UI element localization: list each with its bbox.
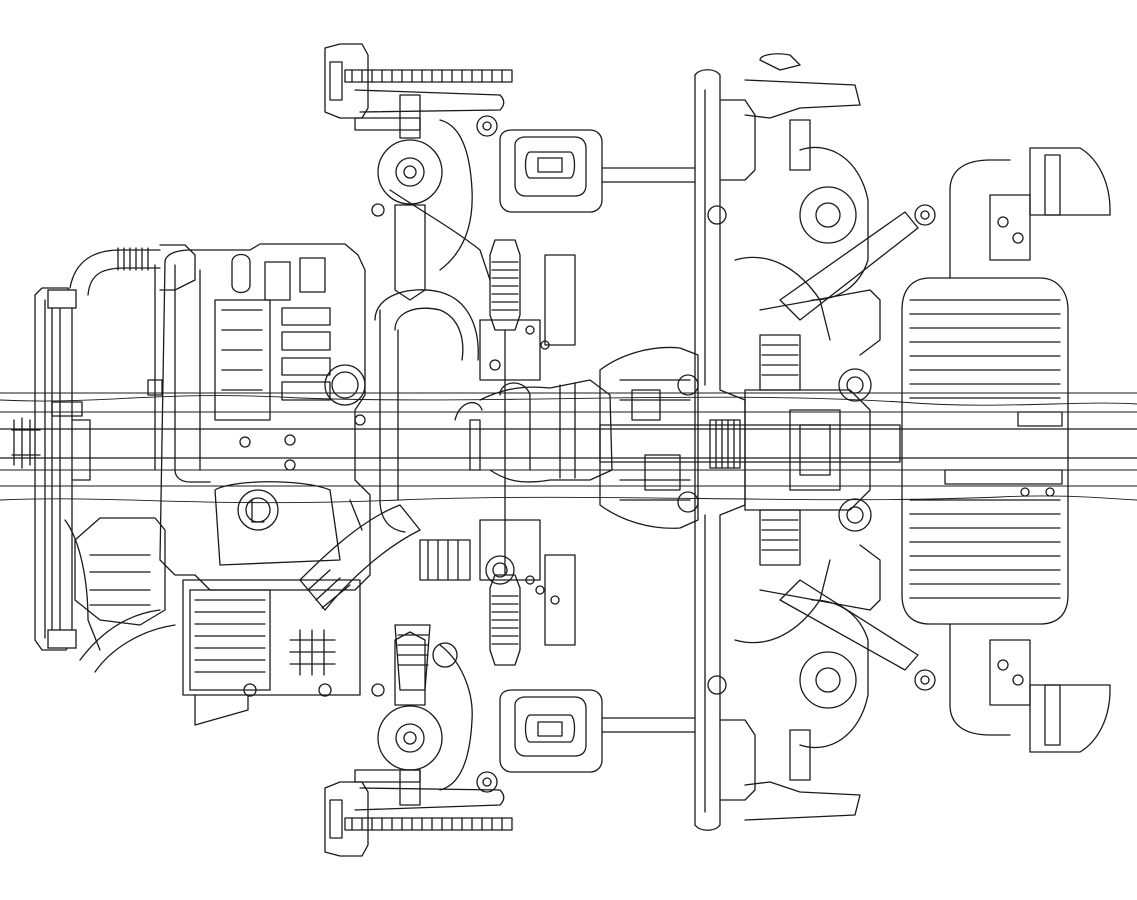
radiator-intercooler bbox=[11, 287, 91, 651]
front-upright-upper bbox=[371, 94, 498, 301]
rear-subframe bbox=[694, 69, 881, 831]
rear-differential bbox=[744, 334, 872, 566]
intake-hose bbox=[64, 244, 196, 673]
rear-wheel-hub-lower bbox=[789, 599, 869, 781]
rear-control-arm-lower bbox=[779, 579, 936, 691]
front-brake-disc-lower bbox=[324, 769, 513, 857]
rear-wheel-hub-upper bbox=[759, 53, 869, 301]
front-upright-lower bbox=[371, 631, 498, 806]
front-subframe-mount-upper bbox=[499, 129, 696, 213]
exhaust-tip-upper bbox=[989, 147, 1111, 261]
transmission bbox=[599, 346, 699, 529]
turbocharger bbox=[299, 289, 613, 611]
exhaust-muffler bbox=[901, 159, 1069, 736]
center-rails bbox=[0, 392, 1137, 504]
rear-control-arm-upper bbox=[779, 204, 936, 321]
front-subframe-mount-lower bbox=[499, 689, 696, 773]
exhaust-tip-lower bbox=[989, 639, 1111, 753]
steering-rack bbox=[394, 239, 576, 691]
engine-block bbox=[74, 243, 371, 726]
